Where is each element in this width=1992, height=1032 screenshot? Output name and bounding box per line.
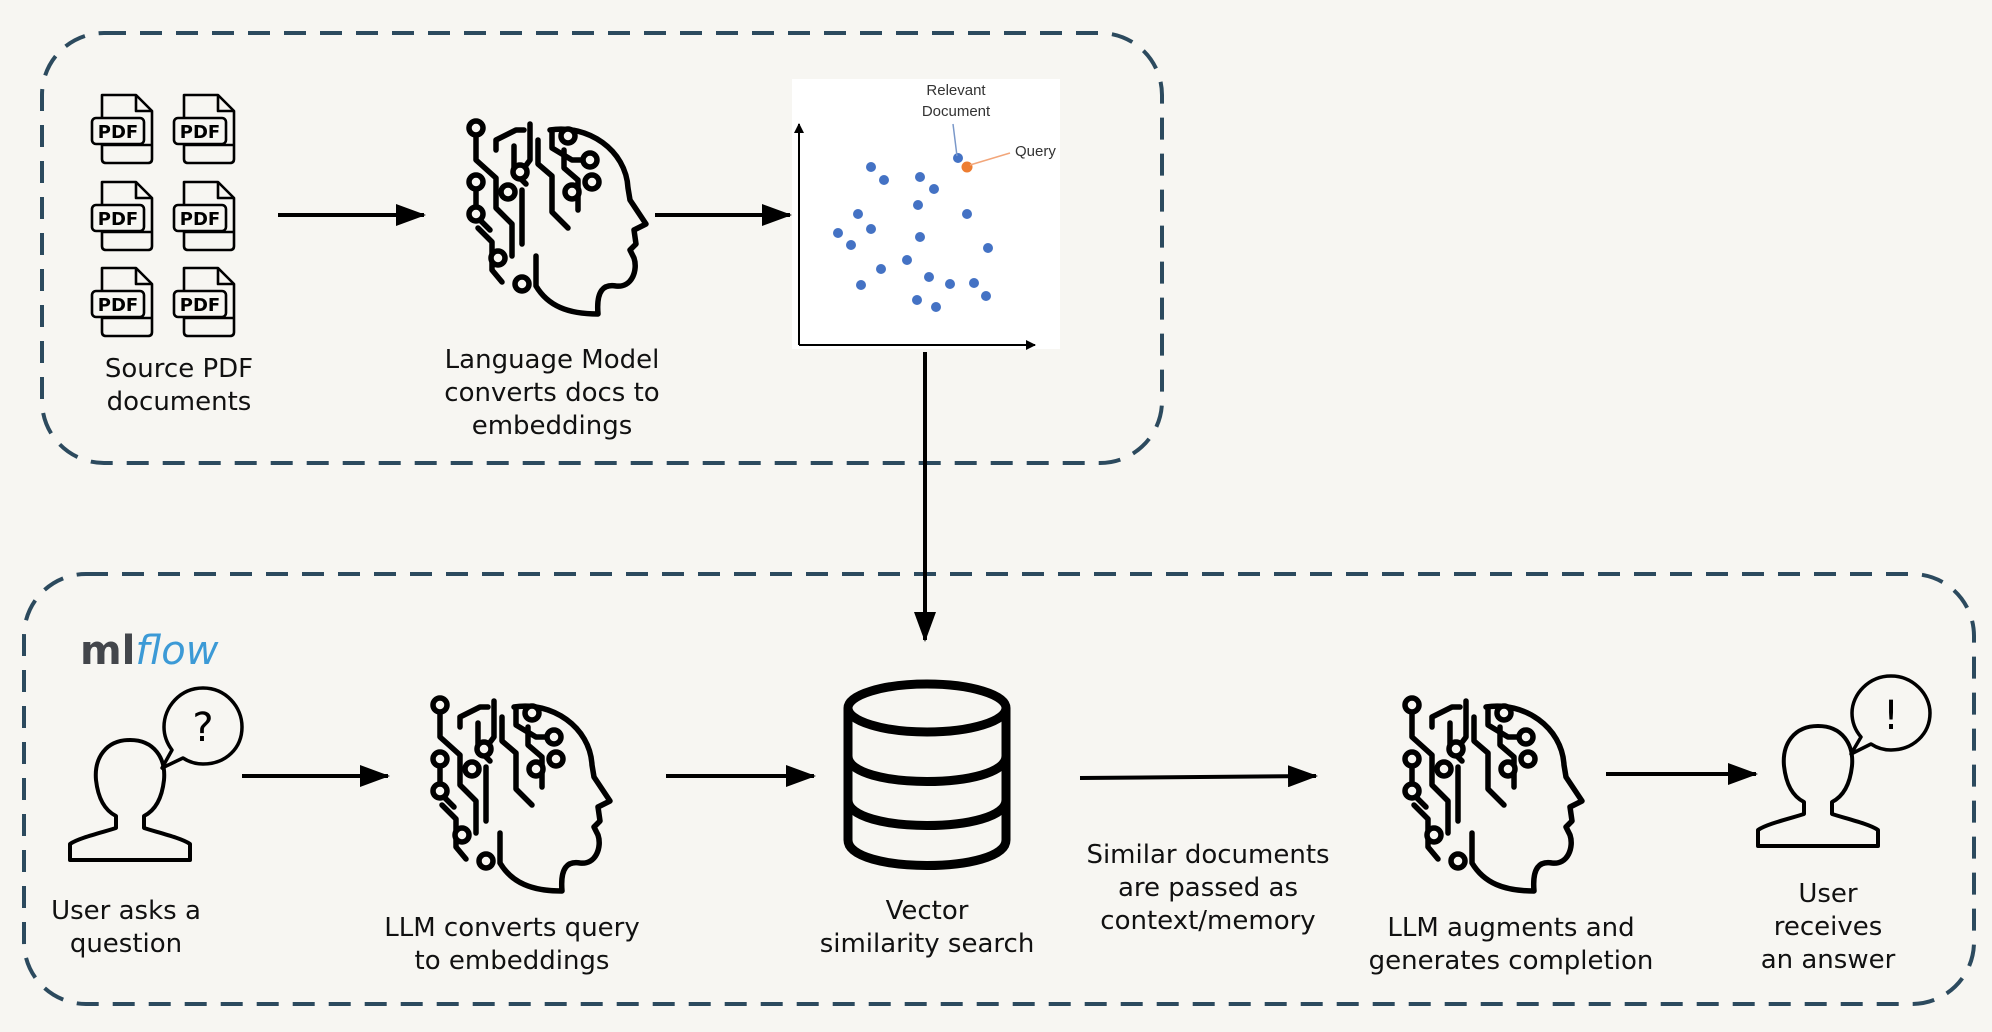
- similar-documents-label: Similar documents are passed as context/…: [1086, 840, 1330, 936]
- scatter-points: [833, 153, 993, 312]
- svg-text:mlflow: mlflow: [80, 628, 219, 674]
- document-embedding-point: [931, 302, 941, 312]
- document-embedding-point: [833, 228, 843, 238]
- document-embedding-point: [924, 272, 934, 282]
- document-embedding-point: [856, 280, 866, 290]
- top-section-border: [40, 31, 1164, 465]
- document-embedding-point: [913, 200, 923, 210]
- document-embedding-point: [876, 264, 886, 274]
- document-embedding-point: [915, 232, 925, 242]
- language-model-label: Language Model converts docs to embeddin…: [444, 345, 660, 441]
- embedding-scatter-plot: Relevant Document Query: [792, 79, 1060, 350]
- document-embedding-point: [945, 279, 955, 289]
- vector-database-icon: [843, 679, 1011, 870]
- document-embedding-point: [983, 243, 993, 253]
- query-embedding-point: [961, 161, 973, 173]
- document-embedding-point: [902, 255, 912, 265]
- language-model-icon: [469, 121, 646, 314]
- document-embedding-point: [962, 209, 972, 219]
- svg-text:?: ?: [192, 705, 213, 751]
- document-embedding-point: [969, 278, 979, 288]
- relevant-document-label-2: Document: [922, 103, 991, 120]
- user-asks-label: User asks a question: [51, 896, 201, 959]
- bottom-section-border: [22, 572, 1976, 1006]
- mlflow-logo: mlflow: [80, 628, 219, 674]
- user-receives-label: User receives an answer: [1760, 879, 1896, 975]
- pdf-documents-icon: [90, 93, 236, 338]
- question-bubble-icon: ?: [160, 686, 244, 770]
- relevant-document-label: Relevant: [926, 82, 986, 99]
- llm-augments-label: LLM augments and generates completion: [1368, 913, 1654, 976]
- document-embedding-point: [953, 153, 963, 163]
- document-embedding-point: [912, 295, 922, 305]
- arrow-database-to-llm: [1079, 765, 1318, 788]
- svg-text:!: !: [1883, 693, 1899, 739]
- document-embedding-point: [853, 209, 863, 219]
- llm-query-label: LLM converts query to embeddings: [384, 913, 640, 976]
- document-embedding-point: [866, 224, 876, 234]
- document-embedding-point: [981, 291, 991, 301]
- document-embedding-point: [866, 162, 876, 172]
- query-point-label: Query: [1015, 143, 1056, 160]
- document-embedding-point: [929, 184, 939, 194]
- llm-augment-icon: [1405, 698, 1582, 891]
- llm-query-icon: [433, 698, 610, 891]
- document-embedding-point: [915, 172, 925, 182]
- answer-bubble-icon: !: [1849, 674, 1932, 756]
- source-documents-label: Source PDF documents: [104, 354, 254, 417]
- vector-search-label: Vector similarity search: [819, 896, 1035, 959]
- document-embedding-point: [879, 175, 889, 185]
- document-embedding-point: [846, 240, 856, 250]
